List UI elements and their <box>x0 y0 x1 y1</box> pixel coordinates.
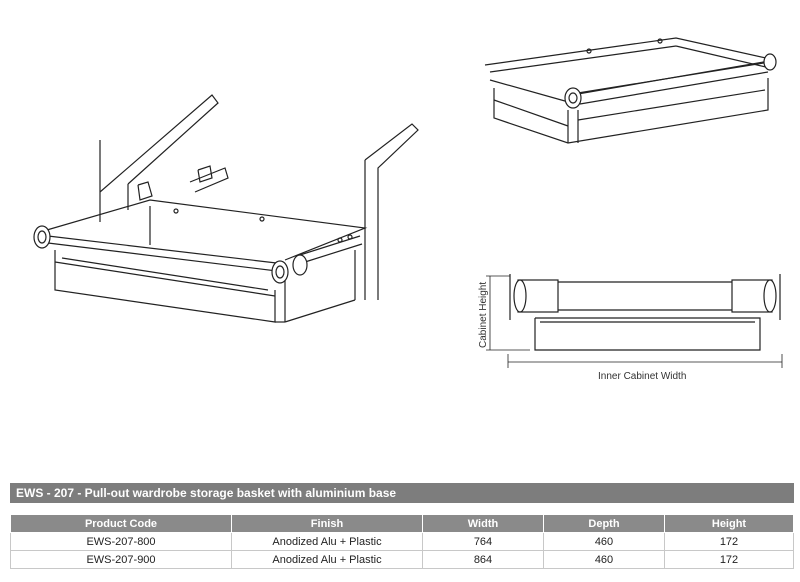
cabinet-height-label: Cabinet Height <box>478 282 489 348</box>
header-width: Width <box>422 514 544 533</box>
spec-table: Product Code Finish Width Depth Height E… <box>10 514 794 569</box>
table-row: EWS-207-800 Anodized Alu + Plastic 764 4… <box>10 532 794 551</box>
product-title: EWS - 207 - Pull-out wardrobe storage ba… <box>10 483 794 503</box>
cell-height: 172 <box>664 532 794 551</box>
header-height: Height <box>664 514 794 533</box>
header-product-code: Product Code <box>10 514 232 533</box>
cell-finish: Anodized Alu + Plastic <box>231 550 423 569</box>
cell-width: 864 <box>422 550 544 569</box>
header-depth: Depth <box>543 514 665 533</box>
installation-drawing <box>33 94 419 323</box>
product-drawings: Cabinet Height Inner Cabinet Width <box>33 37 783 382</box>
header-finish: Finish <box>231 514 423 533</box>
perspective-drawing <box>484 37 777 144</box>
cell-product-code: EWS-207-900 <box>10 550 232 569</box>
cell-height: 172 <box>664 550 794 569</box>
cell-depth: 460 <box>543 532 665 551</box>
cell-finish: Anodized Alu + Plastic <box>231 532 423 551</box>
front-elevation <box>486 274 783 368</box>
table-header-row: Product Code Finish Width Depth Height <box>10 514 794 533</box>
cell-width: 764 <box>422 532 544 551</box>
inner-cabinet-width-label: Inner Cabinet Width <box>598 371 686 382</box>
table-row: EWS-207-900 Anodized Alu + Plastic 864 4… <box>10 550 794 569</box>
cell-depth: 460 <box>543 550 665 569</box>
cell-product-code: EWS-207-800 <box>10 532 232 551</box>
